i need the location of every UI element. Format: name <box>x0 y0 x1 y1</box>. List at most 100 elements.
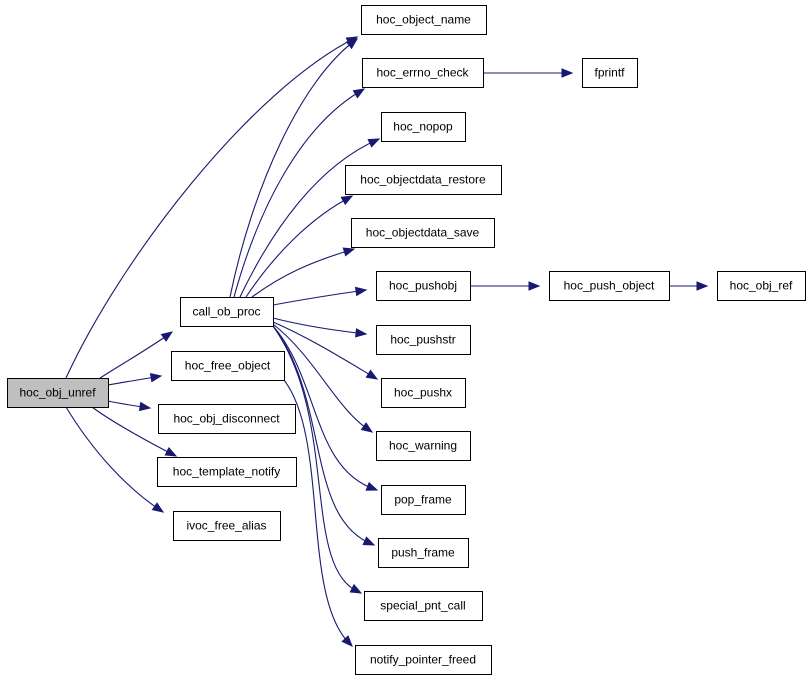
node-label: push_frame <box>391 546 455 560</box>
arrowhead-icon <box>355 328 368 338</box>
edge-call-ob-proc-to-push-frame <box>272 325 376 546</box>
edge-line <box>229 38 358 298</box>
edge-hoc-push-object-to-hoc-obj-ref <box>668 281 709 291</box>
edge-hoc-pushobj-to-hoc-push-object <box>469 281 541 291</box>
edge-call-ob-proc-to-hoc-nopop <box>239 138 381 298</box>
arrowhead-icon <box>365 369 379 380</box>
arrowhead-icon <box>696 281 709 291</box>
node-hoc-warning[interactable]: hoc_warning <box>376 431 471 461</box>
node-hoc-pushobj[interactable]: hoc_pushobj <box>376 271 471 301</box>
node-box <box>157 457 297 487</box>
arrowhead-icon <box>528 281 541 291</box>
arrowhead-icon <box>340 195 354 206</box>
node-hoc-template-notify[interactable]: hoc_template_notify <box>157 457 297 487</box>
node-box <box>351 218 495 248</box>
arrowhead-icon <box>349 583 363 594</box>
edge-line <box>245 195 353 298</box>
arrowhead-icon <box>164 447 178 457</box>
node-call-ob-proc[interactable]: call_ob_proc <box>180 297 274 327</box>
edge-hoc-obj-unref-to-ivoc-free-alias <box>65 406 165 513</box>
node-box <box>717 271 806 301</box>
node-box <box>376 431 471 461</box>
node-box <box>345 165 502 195</box>
node-box <box>7 378 109 408</box>
node-box <box>376 271 471 301</box>
arrowhead-icon <box>151 502 165 513</box>
edge-hoc-obj-unref-to-hoc-free-object <box>107 373 163 386</box>
node-box <box>180 297 274 327</box>
node-label: hoc_nopop <box>393 120 453 134</box>
edge-line <box>272 323 373 433</box>
node-fprintf[interactable]: fprintf <box>582 58 638 88</box>
node-hoc-obj-ref[interactable]: hoc_obj_ref <box>717 271 806 301</box>
node-hoc-obj-disconnect[interactable]: hoc_obj_disconnect <box>158 404 296 434</box>
node-label: hoc_pushstr <box>390 333 455 347</box>
edge-call-ob-proc-to-hoc-object-name <box>229 38 359 298</box>
edge-hoc-obj-unref-to-hoc-obj-disconnect <box>107 400 152 412</box>
node-box <box>361 5 487 35</box>
edge-line <box>65 406 164 513</box>
node-box <box>381 378 466 408</box>
node-hoc-objectdata-restore[interactable]: hoc_objectdata_restore <box>345 165 502 195</box>
edge-call-ob-proc-to-hoc-errno-check <box>233 88 366 298</box>
edge-call-ob-proc-to-hoc-pushx <box>272 321 379 380</box>
arrowhead-icon <box>561 68 574 78</box>
node-hoc-errno-check[interactable]: hoc_errno_check <box>362 58 484 88</box>
arrowhead-icon <box>149 373 163 383</box>
node-box <box>376 325 471 355</box>
node-hoc-object-name[interactable]: hoc_object_name <box>361 5 487 35</box>
node-box <box>378 538 469 568</box>
node-box <box>355 645 492 675</box>
edge-hoc-free-object-to-notify-pointer-freed <box>283 379 353 647</box>
edge-call-ob-proc-to-hoc-objectdata-restore <box>245 195 354 298</box>
edge-hoc-errno-check-to-fprintf <box>483 68 574 78</box>
edge-hoc-obj-unref-to-hoc-template-notify <box>91 406 178 457</box>
node-ivoc-free-alias[interactable]: ivoc_free_alias <box>173 511 281 541</box>
node-label: hoc_push_object <box>564 279 655 293</box>
node-hoc-obj-unref: hoc_obj_unref <box>7 378 109 408</box>
edge-call-ob-proc-to-hoc-objectdata-save <box>251 247 356 298</box>
arrowhead-icon <box>367 138 381 148</box>
node-hoc-nopop[interactable]: hoc_nopop <box>381 112 466 142</box>
node-hoc-free-object[interactable]: hoc_free_object <box>171 351 285 381</box>
node-notify-pointer-freed[interactable]: notify_pointer_freed <box>355 645 492 675</box>
arrowhead-icon <box>365 481 379 491</box>
node-hoc-pushstr[interactable]: hoc_pushstr <box>376 325 471 355</box>
node-special-pnt-call[interactable]: special_pnt_call <box>364 591 483 621</box>
edge-call-ob-proc-to-hoc-warning <box>272 323 374 433</box>
edge-line <box>272 325 378 491</box>
edge-line <box>239 138 380 298</box>
edge-line <box>99 331 173 379</box>
edge-line <box>283 379 353 647</box>
node-label: hoc_pushx <box>394 386 452 400</box>
node-label: hoc_obj_unref <box>19 386 96 400</box>
edge-line <box>272 289 367 306</box>
node-box <box>173 511 281 541</box>
node-label: hoc_free_object <box>185 359 271 373</box>
edge-call-ob-proc-to-pop-frame <box>272 325 379 491</box>
edge-hoc-obj-unref-to-call-ob-proc <box>99 331 174 379</box>
node-label: fprintf <box>594 66 625 80</box>
arrowhead-icon <box>138 401 152 412</box>
edge-line <box>272 317 367 335</box>
node-hoc-pushx[interactable]: hoc_pushx <box>381 378 466 408</box>
edge-line <box>65 36 358 379</box>
node-pop-frame[interactable]: pop_frame <box>381 485 466 515</box>
node-hoc-push-object[interactable]: hoc_push_object <box>549 271 670 301</box>
arrowhead-icon <box>360 422 374 433</box>
node-label: notify_pointer_freed <box>370 653 476 667</box>
node-label: hoc_obj_ref <box>730 279 793 293</box>
edge-line <box>272 321 378 380</box>
arrowhead-icon <box>342 247 356 257</box>
node-label: hoc_object_name <box>376 13 471 27</box>
node-label: call_ob_proc <box>192 305 260 319</box>
node-hoc-objectdata-save[interactable]: hoc_objectdata_save <box>351 218 495 248</box>
edge-call-ob-proc-to-special-pnt-call <box>272 325 363 594</box>
node-label: hoc_errno_check <box>376 66 469 80</box>
node-box <box>549 271 670 301</box>
node-box <box>171 351 285 381</box>
node-push-frame[interactable]: push_frame <box>378 538 469 568</box>
arrowhead-icon <box>354 286 368 297</box>
edge-call-ob-proc-to-hoc-pushobj <box>272 286 368 306</box>
